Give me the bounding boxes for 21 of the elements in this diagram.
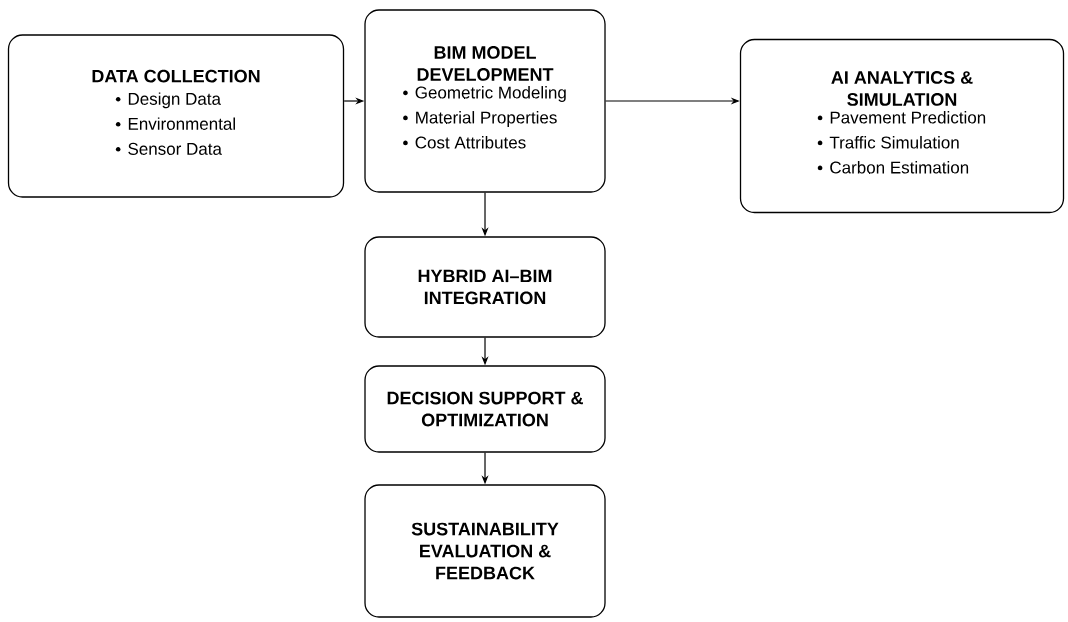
box-heading: SUSTAINABILITY EVALUATION & FEEDBACK <box>411 522 559 580</box>
box-heading: AI ANALYTICS & SIMULATION <box>831 71 973 106</box>
bullet-item: Carbon Estimation <box>817 161 969 174</box>
process-box <box>7 34 345 198</box>
process-box <box>739 38 1065 214</box>
process-box <box>364 236 606 338</box>
bullet-item: Cost Attributes <box>403 136 526 149</box>
bullet-item: Material Properties <box>403 111 557 127</box>
bullet-item: Pavement Prediction <box>817 111 986 124</box>
box-heading: DATA COLLECTION <box>92 69 260 83</box>
box-heading: BIM MODEL DEVELOPMENT <box>417 46 554 81</box>
box-heading: DECISION SUPPORT & OPTIMIZATION <box>387 391 583 427</box>
bullet-item: Design Data <box>115 92 221 109</box>
bullet-item: Geometric Modeling <box>403 86 566 102</box>
process-box <box>364 365 606 453</box>
bullet-item: Environmental <box>115 117 235 130</box>
process-box <box>364 9 606 193</box>
box-heading: HYBRID AI–BIM INTEGRATION <box>418 269 552 305</box>
bullet-item: Traffic Simulation <box>817 136 959 149</box>
process-box <box>364 484 606 618</box>
bullet-item: Sensor Data <box>115 142 222 155</box>
